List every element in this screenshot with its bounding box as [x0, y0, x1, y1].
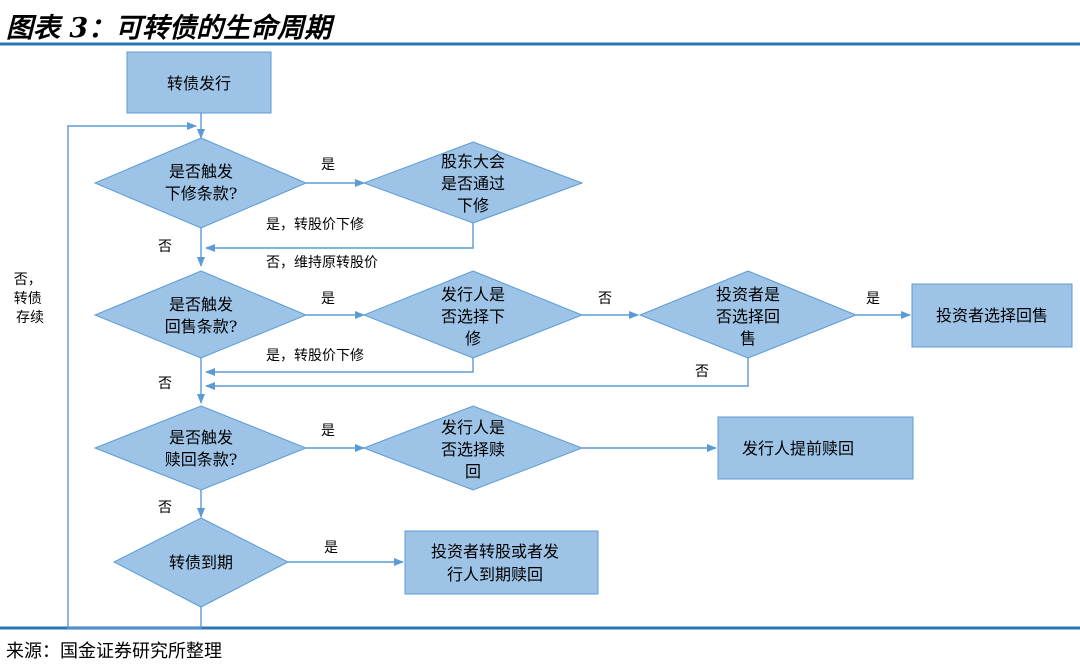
- edge-label-yes-down1: 是，转股价下修: [266, 217, 364, 233]
- line-issdown-yes: [205, 358, 474, 376]
- node-issue: [126, 51, 272, 114]
- edge-label-loop: 否， 转债 存续: [14, 272, 46, 326]
- edge-label-no2: 否: [598, 291, 612, 307]
- node-inv-put-box-text: 投资者选择回售: [936, 306, 1048, 325]
- node-end-box-text: 投资者转股或者发行人到期赎回: [431, 542, 559, 584]
- node-iss-call: [362, 405, 584, 491]
- node-q-down-text: 是否触发下修条款?: [165, 162, 238, 203]
- node-vote-text: 股东大会是否通过下修: [441, 152, 505, 215]
- line-vote-yes: [205, 223, 474, 252]
- edge-label-no-keep: 否，维持原转股价: [266, 255, 378, 271]
- figure-title: 图表 3：可转债的生命周期: [6, 13, 332, 44]
- edge-label-no5: 否: [158, 500, 172, 516]
- node-vote: [362, 141, 584, 224]
- node-end-box: [404, 530, 599, 595]
- node-iss-call-box: [717, 416, 914, 480]
- edge-label-no4: 否: [695, 364, 709, 380]
- edge-label-yes4: 是: [866, 291, 880, 307]
- node-q-down: [93, 137, 308, 229]
- node-inv-put: [638, 270, 858, 359]
- node-inv-put-box: [911, 283, 1073, 348]
- node-q-call: [93, 405, 308, 491]
- node-q-call-text: 是否触发赎回条款?: [165, 428, 238, 469]
- node-iss-down-text: 发行人是否选择下修: [441, 285, 505, 348]
- source-note: 来源：国金证券研究所整理: [6, 641, 222, 662]
- node-q-put: [93, 270, 308, 359]
- line-loop-back: [67, 122, 202, 629]
- node-maturity: [112, 517, 290, 608]
- node-iss-down: [362, 270, 584, 359]
- edge-label-no3: 否: [158, 376, 172, 392]
- edge-label-yes2: 是: [321, 291, 335, 307]
- line-invput-no: [205, 358, 749, 390]
- edge-label-yes3: 是: [321, 423, 335, 439]
- node-issue-text: 转债发行: [167, 74, 231, 93]
- edge-label-yes1: 是: [321, 157, 335, 173]
- edge-label-no1: 否: [158, 239, 172, 255]
- node-iss-call-box-text: 发行人提前赎回: [742, 439, 854, 458]
- node-inv-put-text: 投资者是否选择回售: [716, 285, 780, 348]
- edge-label-yes5: 是: [324, 540, 338, 556]
- node-iss-call-text: 发行人是否选择赎回: [441, 418, 505, 481]
- node-q-put-text: 是否触发回售条款?: [165, 295, 238, 336]
- edge-label-yes-down2: 是，转股价下修: [266, 348, 364, 364]
- node-maturity-text: 转债到期: [169, 553, 233, 572]
